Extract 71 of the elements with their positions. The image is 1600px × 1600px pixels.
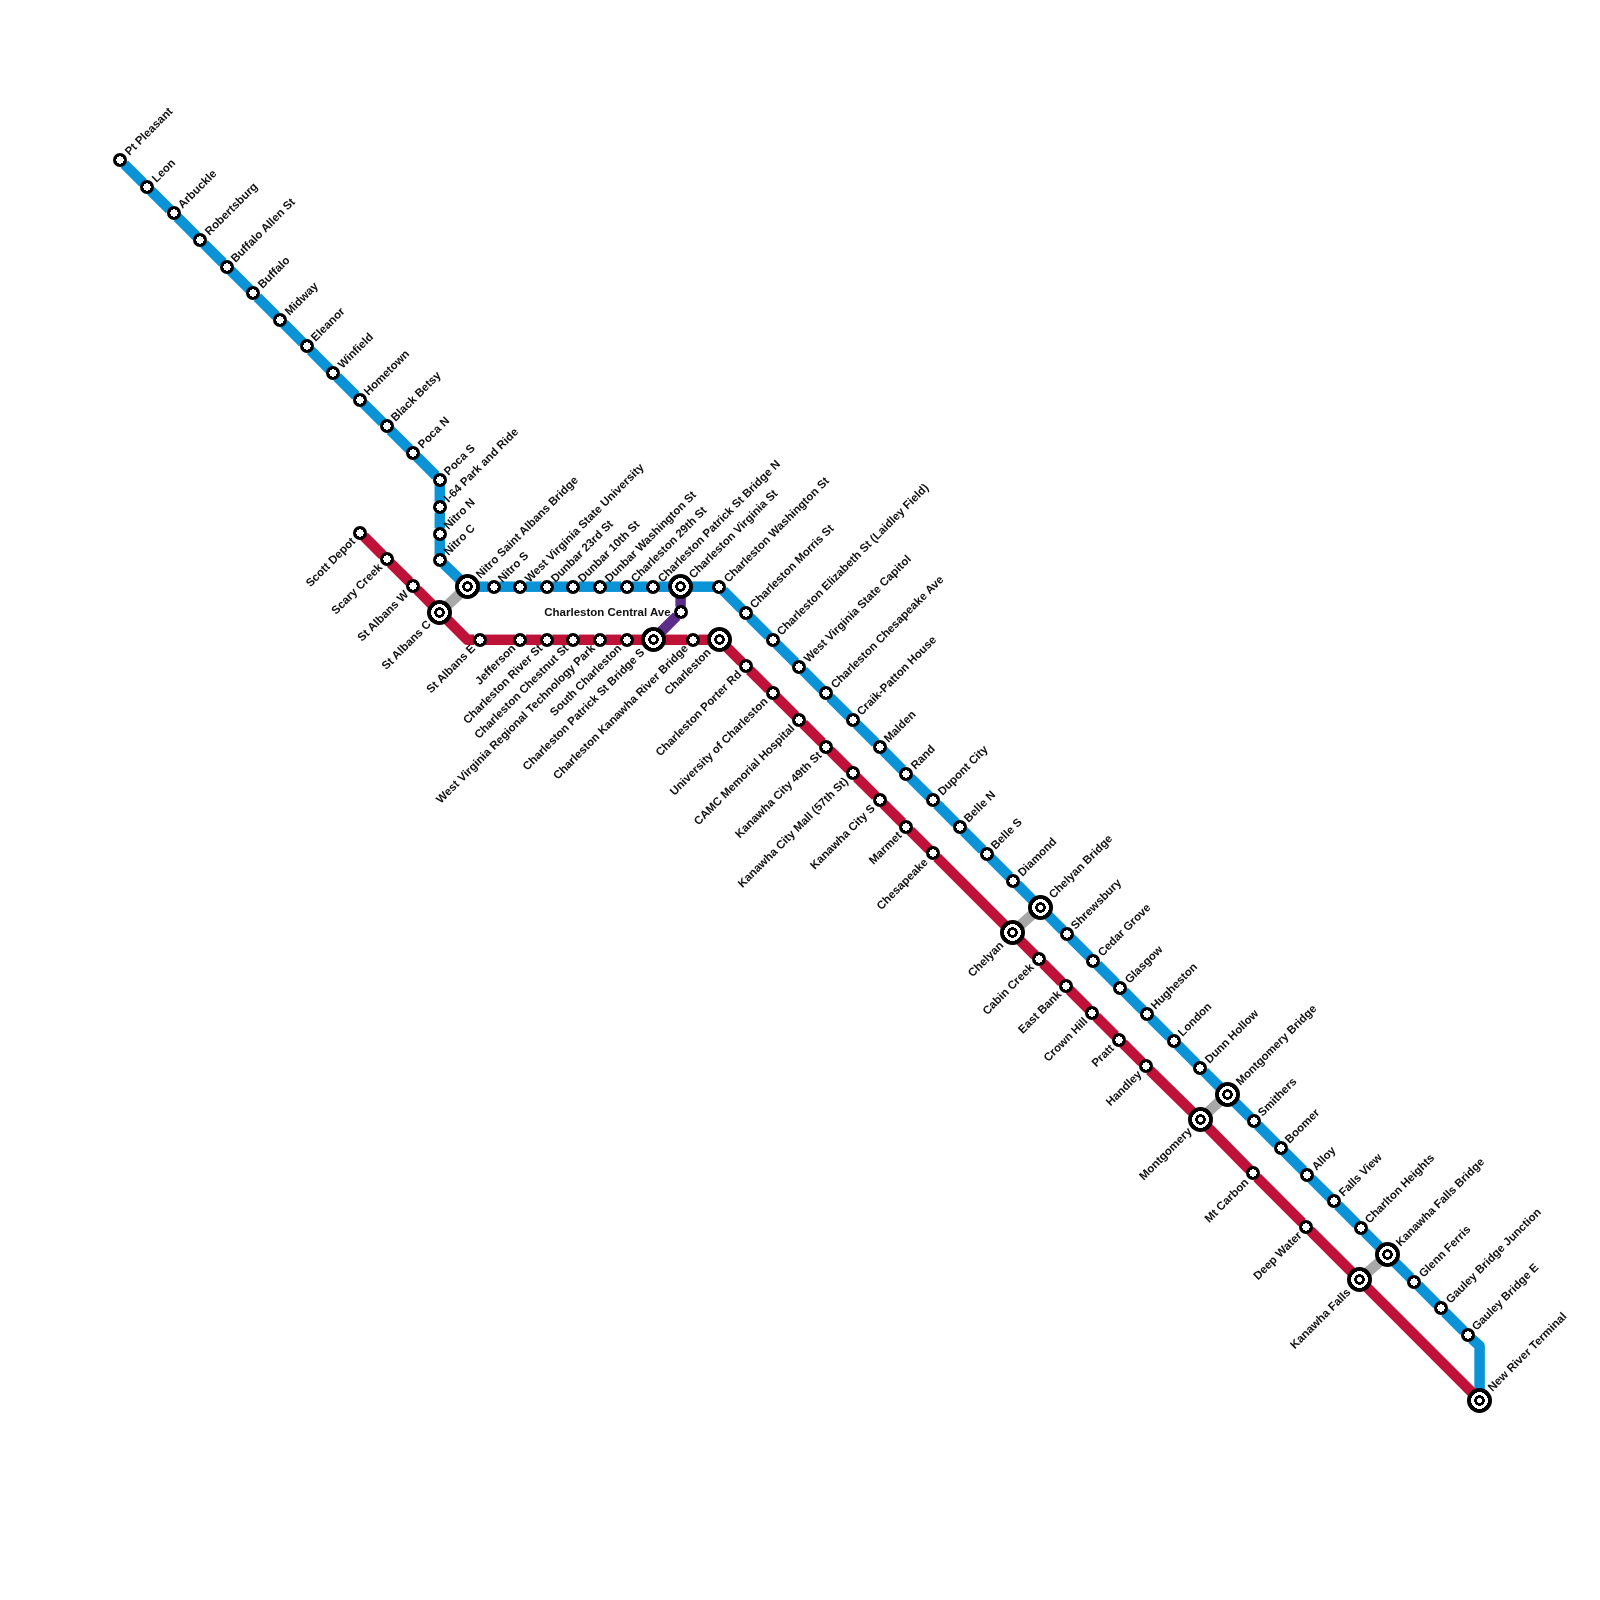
route-line xyxy=(664,634,688,646)
route-line xyxy=(1231,1098,1254,1122)
station-name: Charleston Central Ave xyxy=(544,605,671,619)
route-line xyxy=(443,616,475,646)
route-line xyxy=(933,800,960,827)
route-line xyxy=(746,666,773,693)
route-line xyxy=(227,266,254,294)
route-line xyxy=(691,581,714,592)
route-line xyxy=(1039,959,1066,986)
route-line xyxy=(853,773,880,800)
route-line xyxy=(1203,1123,1253,1174)
route-line xyxy=(1120,987,1147,1015)
route-line xyxy=(1092,1013,1119,1040)
route-line xyxy=(1093,961,1121,988)
route-line xyxy=(1146,1066,1196,1116)
route-line xyxy=(959,827,987,854)
route-line xyxy=(723,643,746,667)
route-line xyxy=(306,346,334,373)
route-line xyxy=(413,585,436,609)
route-line xyxy=(799,720,826,747)
route-line xyxy=(1016,936,1039,960)
route-line xyxy=(1254,1121,1281,1148)
route-line xyxy=(1280,1148,1308,1175)
route-line xyxy=(772,640,800,667)
route-line xyxy=(986,854,1014,881)
route-line xyxy=(1065,986,1093,1013)
route-line xyxy=(333,373,360,400)
route-line xyxy=(826,693,853,721)
route-line xyxy=(1334,1201,1361,1228)
route-line xyxy=(485,634,515,646)
route-line xyxy=(200,240,227,267)
route-line xyxy=(360,399,387,427)
route-line xyxy=(1147,1014,1174,1041)
route-line xyxy=(879,800,907,827)
route-line xyxy=(906,826,933,854)
route-line xyxy=(120,160,147,187)
route-line xyxy=(1361,1228,1384,1251)
route-line xyxy=(440,560,464,583)
route-line xyxy=(147,187,174,214)
route-line xyxy=(360,532,387,559)
route-line xyxy=(853,720,880,747)
route-line xyxy=(1441,1308,1468,1335)
route-line xyxy=(1119,1039,1146,1067)
route-line xyxy=(657,612,681,636)
route-line xyxy=(1044,911,1067,934)
route-line xyxy=(1363,1283,1476,1396)
route-line xyxy=(879,747,907,774)
route-line xyxy=(253,293,280,320)
route-line xyxy=(906,773,933,801)
route-line xyxy=(933,853,1009,929)
route-line xyxy=(413,453,440,480)
route-line xyxy=(1200,1067,1224,1091)
route-line xyxy=(173,213,201,240)
route-line xyxy=(280,320,307,347)
route-line xyxy=(1414,1281,1441,1309)
route-line xyxy=(1253,1173,1306,1227)
route-line xyxy=(1307,1174,1334,1202)
route-line xyxy=(386,559,414,586)
route-line xyxy=(719,586,746,614)
route-line xyxy=(1306,1226,1356,1276)
route-line xyxy=(1468,1334,1485,1389)
route-line xyxy=(799,666,826,694)
route-line xyxy=(1391,1258,1415,1282)
route-line xyxy=(1066,934,1094,961)
route-line xyxy=(826,746,853,774)
route-line xyxy=(746,613,773,640)
route-line xyxy=(1173,1041,1201,1068)
route-line xyxy=(525,581,542,592)
route-line xyxy=(772,693,800,720)
route-line xyxy=(1013,880,1036,904)
route-line xyxy=(386,426,413,453)
